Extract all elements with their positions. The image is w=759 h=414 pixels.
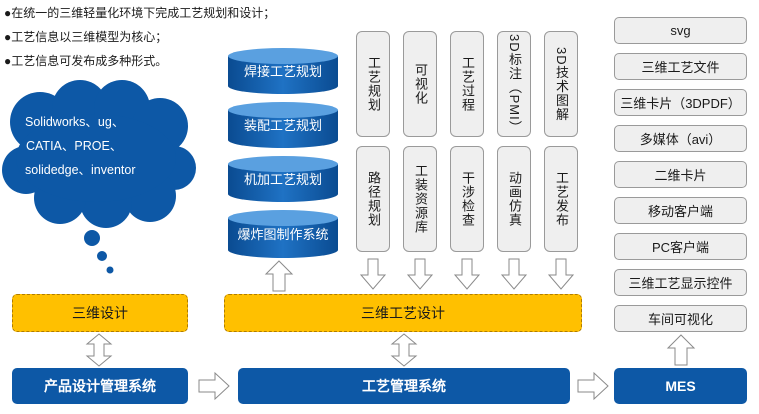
down-arrow-icon bbox=[453, 258, 481, 290]
module-label: 3D标注（PMI） bbox=[507, 33, 522, 135]
module-label: 干涉检查 bbox=[460, 171, 475, 227]
down-arrow-icon bbox=[359, 258, 387, 290]
output-pc-client: PC客户端 bbox=[614, 233, 747, 260]
output-3d-process-file: 三维工艺文件 bbox=[614, 53, 747, 80]
system-process-management: 工艺管理系统 bbox=[238, 368, 570, 404]
bar-3d-process-design: 三维工艺设计 bbox=[224, 294, 582, 332]
module-animation: 动画仿真 bbox=[497, 146, 531, 252]
bullet-1: ●在统一的三维轻量化环境下完成工艺规划和设计； bbox=[4, 6, 276, 20]
cylinder-label: 机加工艺规划 bbox=[243, 172, 322, 187]
cloud-shape bbox=[2, 80, 196, 274]
output-mobile-client: 移动客户端 bbox=[614, 197, 747, 224]
bullet-2: ●工艺信息以三维模型为核心； bbox=[4, 30, 168, 44]
module-label: 工艺规划 bbox=[366, 56, 381, 112]
output-2d-card: 二维卡片 bbox=[614, 161, 747, 188]
module-3d-pmi: 3D标注（PMI） bbox=[497, 31, 531, 137]
up-arrow-icon bbox=[264, 260, 294, 292]
cylinder-label: 爆炸图制作系统 bbox=[237, 227, 329, 242]
module-process-publish: 工艺发布 bbox=[544, 146, 578, 252]
module-label: 可视化 bbox=[413, 63, 428, 105]
output-3d-card: 三维卡片（3DPDF） bbox=[614, 89, 747, 116]
system-product-design-management: 产品设计管理系统 bbox=[12, 368, 188, 404]
module-label: 3D技术图解 bbox=[554, 46, 569, 122]
up-arrow-icon bbox=[666, 334, 696, 366]
down-arrow-icon bbox=[406, 258, 434, 290]
module-interference-check: 干涉检查 bbox=[450, 146, 484, 252]
bar-3d-design: 三维设计 bbox=[12, 294, 188, 332]
cylinder-stack bbox=[228, 48, 338, 258]
output-workshop-visualization: 车间可视化 bbox=[614, 305, 747, 332]
down-arrow-icon bbox=[500, 258, 528, 290]
module-label: 工艺发布 bbox=[554, 171, 569, 227]
system-mes: MES bbox=[614, 368, 747, 404]
module-label: 路径规划 bbox=[366, 171, 381, 227]
right-arrow-icon bbox=[198, 371, 230, 401]
output-svg: svg bbox=[614, 17, 747, 44]
cylinder-label: 装配工艺规划 bbox=[243, 118, 322, 133]
down-arrow-icon bbox=[547, 258, 575, 290]
module-3d-illustration: 3D技术图解 bbox=[544, 31, 578, 137]
output-multimedia: 多媒体（avi） bbox=[614, 125, 747, 152]
module-visualization: 可视化 bbox=[403, 31, 437, 137]
double-arrow-icon bbox=[390, 333, 418, 367]
module-process-flow: 工艺过程 bbox=[450, 31, 484, 137]
right-arrow-icon bbox=[577, 371, 609, 401]
bullet-3: ●工艺信息可发布成多种形式。 bbox=[4, 54, 168, 68]
module-label: 动画仿真 bbox=[507, 171, 522, 227]
module-label: 工装资源库 bbox=[413, 164, 428, 234]
double-arrow-icon bbox=[85, 333, 113, 367]
cloud-line-2: CATIA、PROE、 bbox=[26, 139, 123, 153]
module-process-planning: 工艺规划 bbox=[356, 31, 390, 137]
module-label: 工艺过程 bbox=[460, 56, 475, 112]
output-3d-display-control: 三维工艺显示控件 bbox=[614, 269, 747, 296]
cloud-line-1: Solidworks、ug、 bbox=[25, 115, 125, 129]
module-path-planning: 路径规划 bbox=[356, 146, 390, 252]
cylinder-label: 焊接工艺规划 bbox=[243, 64, 322, 79]
module-tooling-library: 工装资源库 bbox=[403, 146, 437, 252]
cloud-line-3: solidedge、inventor bbox=[25, 163, 136, 177]
